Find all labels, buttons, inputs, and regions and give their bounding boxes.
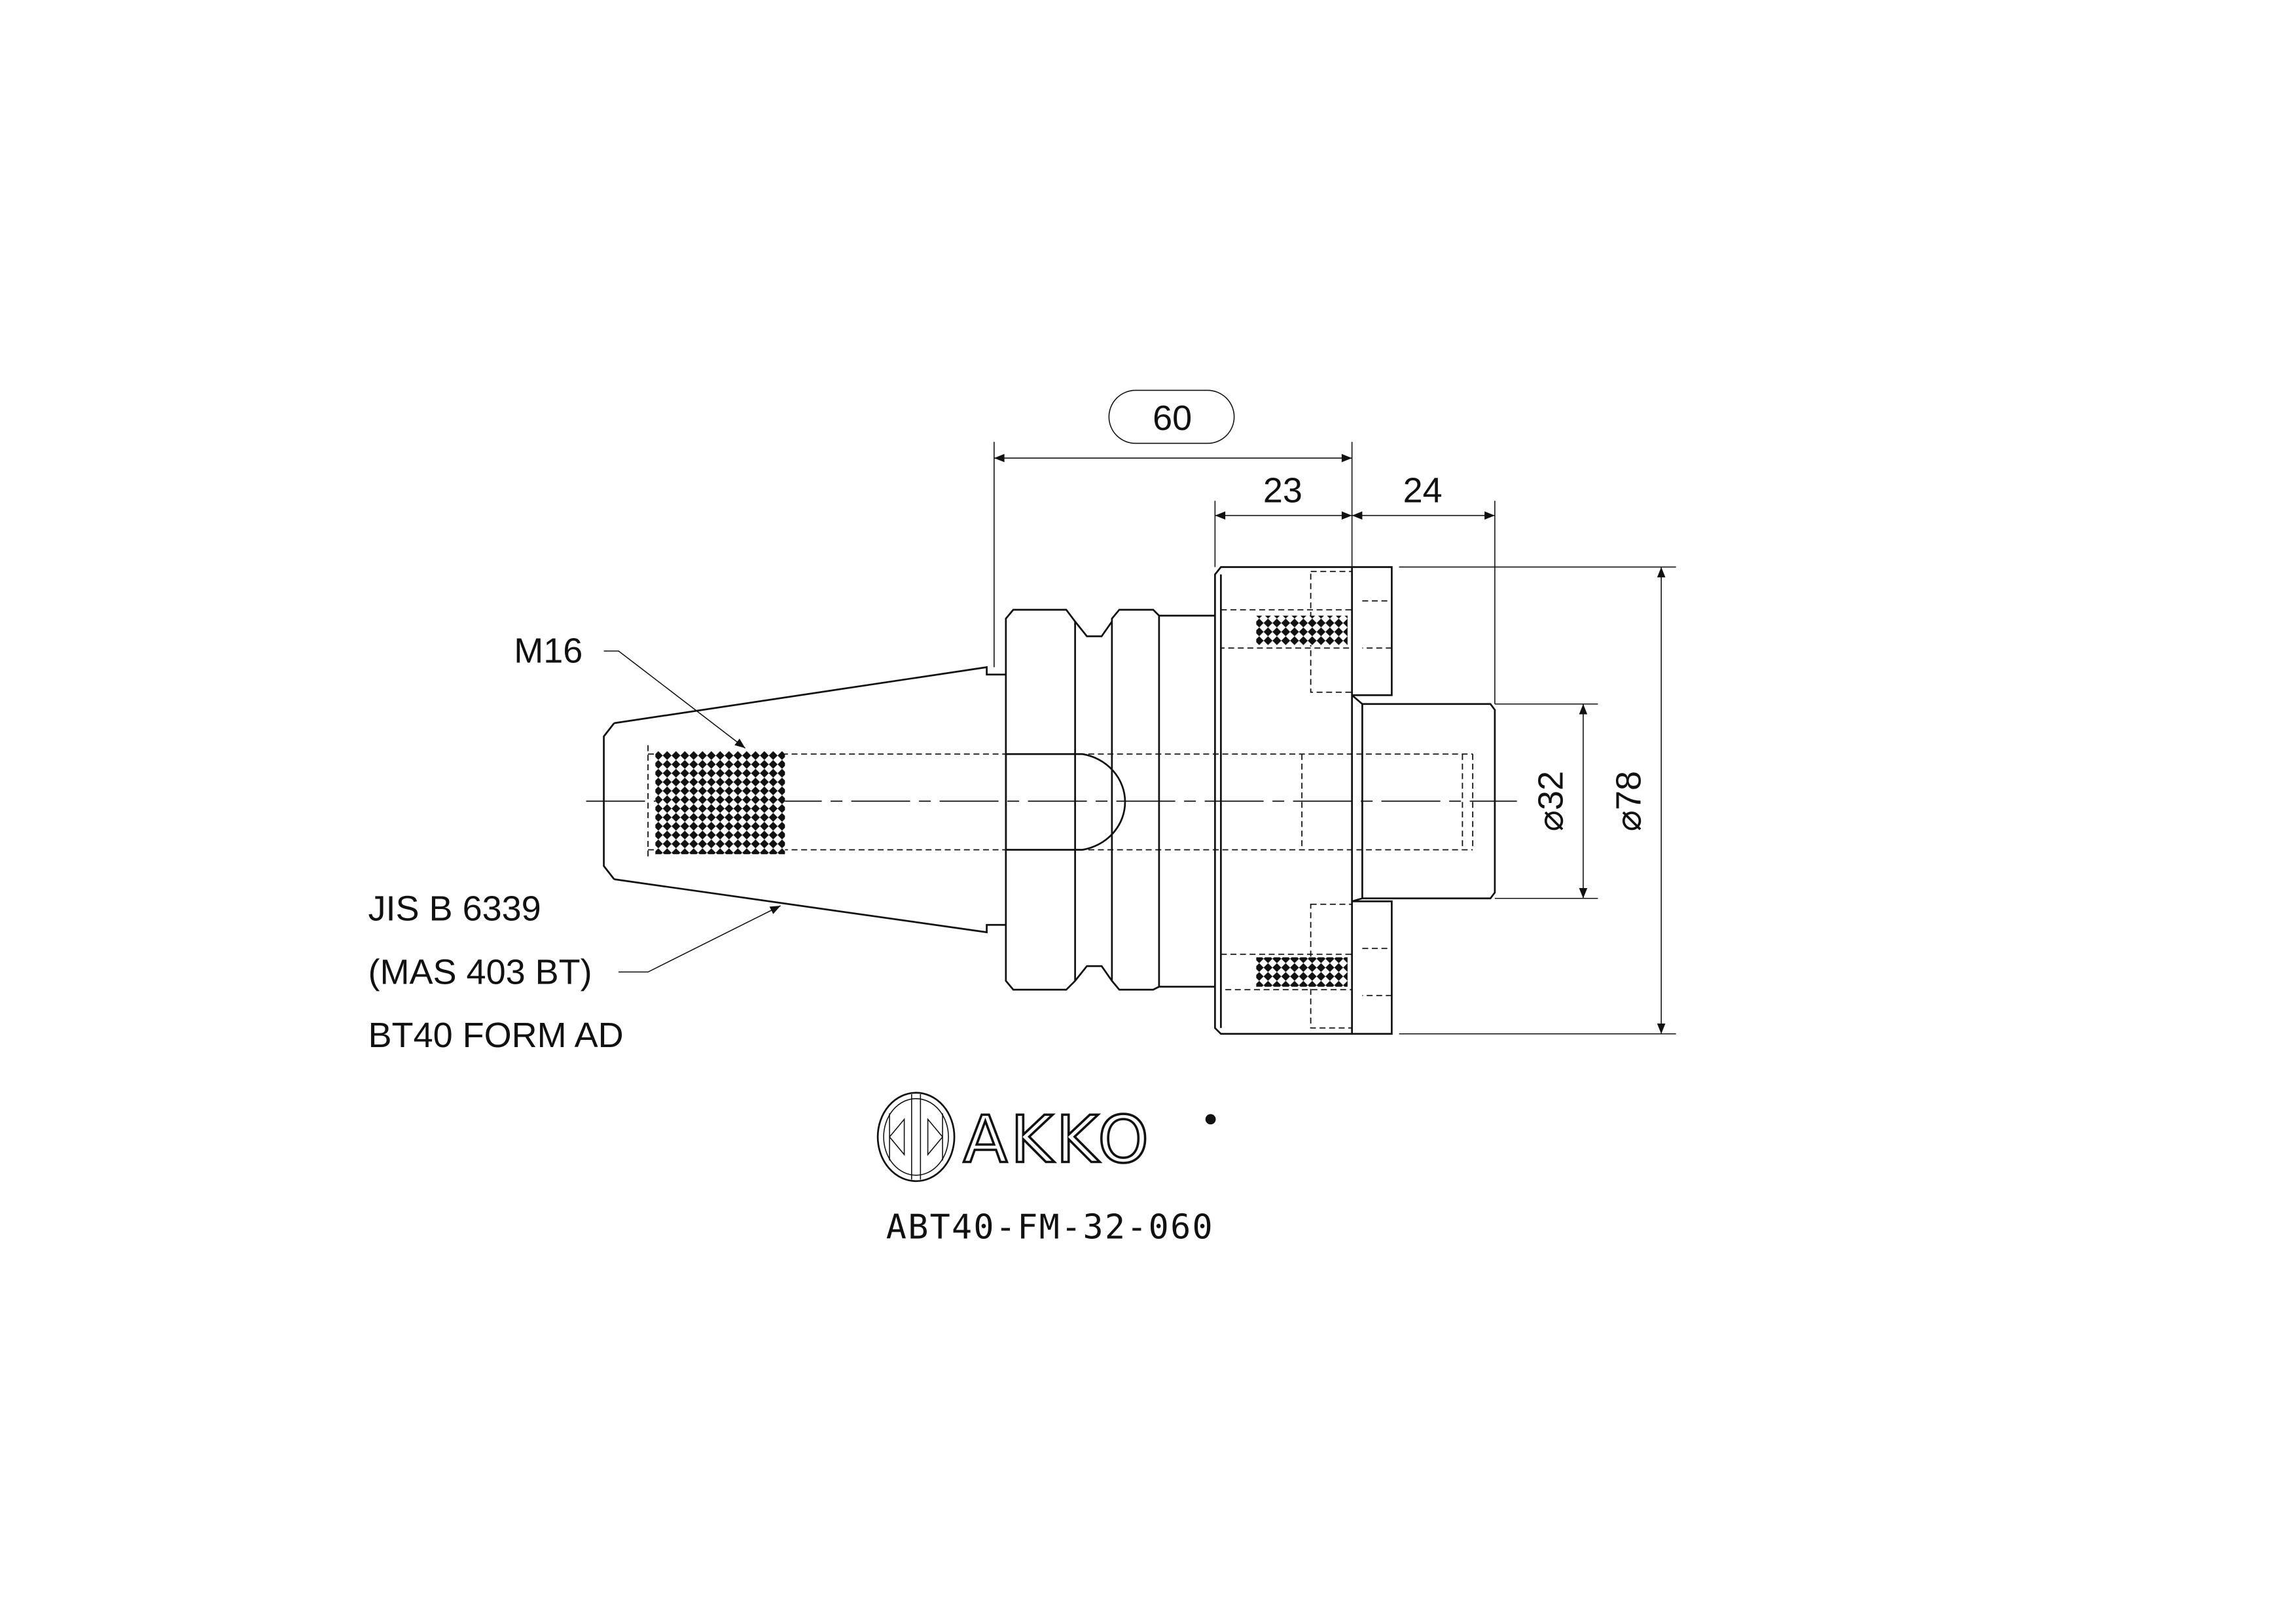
dim-pilot-diameter: ⌀32 bbox=[1531, 771, 1570, 832]
neck bbox=[1158, 615, 1215, 988]
standard-line-2: (MAS 403 BT) bbox=[368, 952, 592, 991]
screw-thread-top bbox=[1256, 615, 1348, 645]
taper-leader bbox=[619, 905, 781, 973]
part-number: ABT40-FM-32-060 bbox=[886, 1208, 1214, 1247]
taper-shank bbox=[603, 666, 1006, 934]
akko-emblem-icon bbox=[876, 1092, 956, 1183]
dimensions: 60 23 24 ⌀32 ⌀78 bbox=[994, 389, 1676, 1035]
internal-bore bbox=[647, 745, 1474, 857]
v-flange-rear bbox=[1111, 609, 1160, 991]
dim-flange-length: 23 bbox=[1263, 471, 1302, 510]
thread-leader bbox=[603, 650, 746, 749]
drive-keys bbox=[1352, 566, 1393, 1035]
standard-line-3: BT40 FORM AD bbox=[368, 1016, 624, 1055]
dim-flange-diameter: ⌀78 bbox=[1609, 771, 1649, 832]
reference-dim-box bbox=[1108, 389, 1235, 444]
akko-logo: AKKO bbox=[876, 1092, 1216, 1183]
pilot-spigot bbox=[1351, 694, 1496, 902]
screw-thread-bottom bbox=[1256, 957, 1348, 987]
dim-pilot-length: 24 bbox=[1403, 471, 1443, 510]
standard-line-1: JIS B 6339 bbox=[368, 889, 541, 929]
clamping-screws bbox=[1221, 571, 1393, 1029]
callouts: M16 JIS B 6339 (MAS 403 BT) BT40 FORM AD bbox=[368, 632, 781, 1055]
drive-key-slot bbox=[1005, 753, 1126, 851]
brand-name: AKKO bbox=[963, 1103, 1152, 1178]
registered-mark-icon bbox=[1205, 1114, 1216, 1125]
v-groove bbox=[1074, 620, 1113, 982]
v-flange-front bbox=[1005, 609, 1076, 991]
m16-thread-hatch bbox=[655, 751, 785, 855]
tool-holder-body bbox=[586, 566, 1517, 1035]
thread-callout: M16 bbox=[514, 632, 583, 671]
dim-overall-length: 60 bbox=[1153, 399, 1192, 438]
